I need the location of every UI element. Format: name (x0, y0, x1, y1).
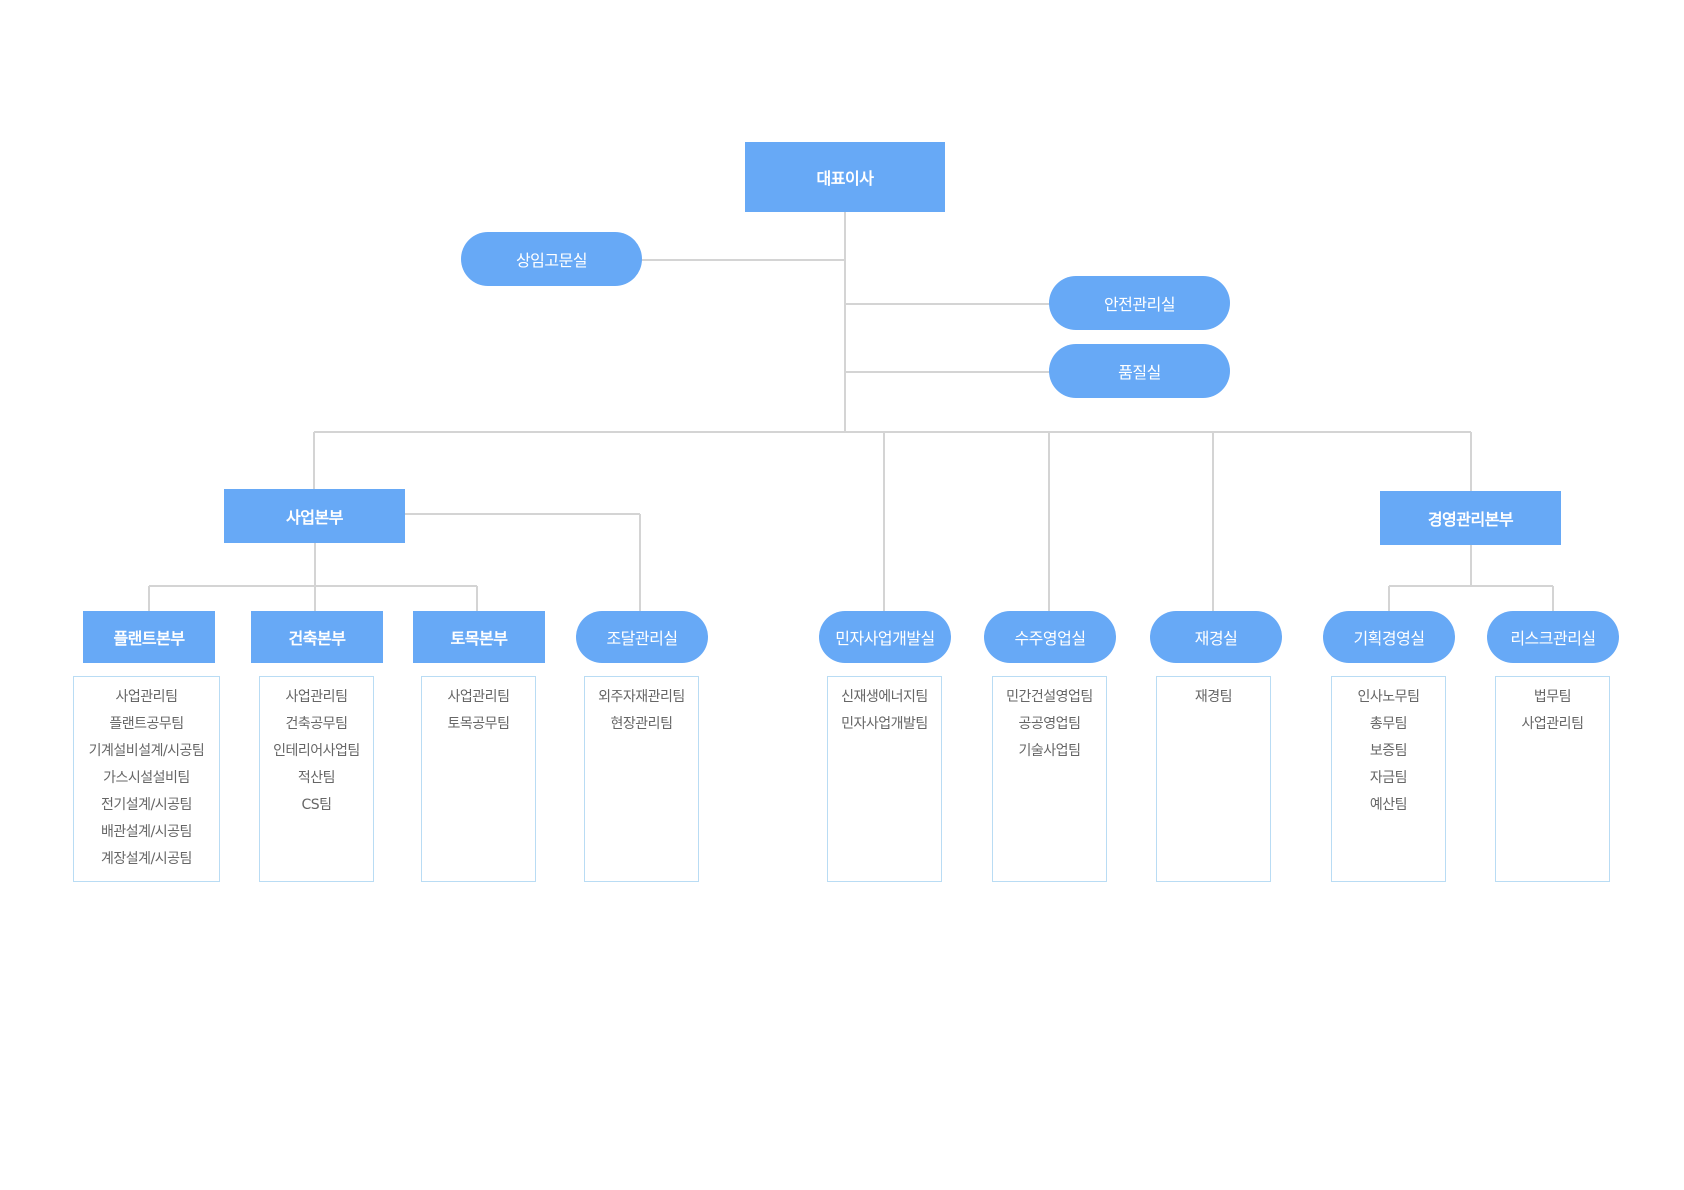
team-item: 적산팀 (297, 770, 336, 786)
team-item: 민자사업개발팀 (841, 716, 928, 732)
team-list-sales: 민간건설영업팀 공공영업팀 기술사업팀 (992, 676, 1107, 882)
team-item: 민간건설영업팀 (1006, 689, 1093, 705)
advisor-office-box: 상임고문실 (461, 232, 642, 286)
team-item: 자금팀 (1369, 770, 1408, 786)
team-item: CS팀 (301, 797, 332, 813)
team-item: 사업관리팀 (1521, 716, 1584, 732)
team-item: 사업관리팀 (447, 689, 510, 705)
team-item: 배관설계/시공팀 (101, 824, 192, 840)
team-item: 재경팀 (1194, 689, 1233, 705)
team-item: 플랜트공무팀 (109, 716, 184, 732)
team-list-risk: 법무팀 사업관리팀 (1495, 676, 1610, 882)
unit-procurement: 조달관리실 (576, 611, 708, 663)
unit-sales: 수주영업실 (984, 611, 1116, 663)
team-item: 기술사업팀 (1018, 743, 1081, 759)
team-item: 사업관리팀 (115, 689, 178, 705)
team-item: 보증팀 (1369, 743, 1408, 759)
team-list-civil: 사업관리팀 토목공무팀 (421, 676, 536, 882)
team-item: 법무팀 (1533, 689, 1572, 705)
team-item: 예산팀 (1369, 797, 1408, 813)
team-item: 토목공무팀 (447, 716, 510, 732)
quality-office-box: 품질실 (1049, 344, 1230, 398)
team-list-building: 사업관리팀 건축공무팀 인테리어사업팀 적산팀 CS팀 (259, 676, 374, 882)
business-division-box: 사업본부 (224, 489, 405, 543)
team-list-private-dev: 신재생에너지팀 민자사업개발팀 (827, 676, 942, 882)
team-item: 총무팀 (1369, 716, 1408, 732)
team-list-planning: 인사노무팀 총무팀 보증팀 자금팀 예산팀 (1331, 676, 1446, 882)
team-item: 가스시설설비팀 (103, 770, 190, 786)
team-item: 외주자재관리팀 (598, 689, 685, 705)
team-item: 전기설계/시공팀 (101, 797, 192, 813)
unit-risk: 리스크관리실 (1487, 611, 1619, 663)
team-item: 건축공무팀 (285, 716, 348, 732)
ceo-box: 대표이사 (745, 142, 945, 212)
team-list-finance: 재경팀 (1156, 676, 1271, 882)
team-item: 신재생에너지팀 (841, 689, 928, 705)
unit-planning: 기획경영실 (1323, 611, 1455, 663)
unit-civil: 토목본부 (413, 611, 545, 663)
team-item: 사업관리팀 (285, 689, 348, 705)
management-division-box: 경영관리본부 (1380, 491, 1561, 545)
safety-office-box: 안전관리실 (1049, 276, 1230, 330)
team-item: 인테리어사업팀 (273, 743, 360, 759)
team-item: 기계설비설계/시공팀 (88, 743, 205, 759)
team-item: 계장설계/시공팀 (101, 851, 192, 867)
team-list-procurement: 외주자재관리팀 현장관리팀 (584, 676, 699, 882)
team-item: 인사노무팀 (1357, 689, 1420, 705)
team-list-plant: 사업관리팀 플랜트공무팀 기계설비설계/시공팀 가스시설설비팀 전기설계/시공팀… (73, 676, 220, 882)
team-item: 공공영업팀 (1018, 716, 1081, 732)
unit-finance: 재경실 (1150, 611, 1282, 663)
unit-plant: 플랜트본부 (83, 611, 215, 663)
unit-private-dev: 민자사업개발실 (819, 611, 951, 663)
unit-building: 건축본부 (251, 611, 383, 663)
team-item: 현장관리팀 (610, 716, 673, 732)
